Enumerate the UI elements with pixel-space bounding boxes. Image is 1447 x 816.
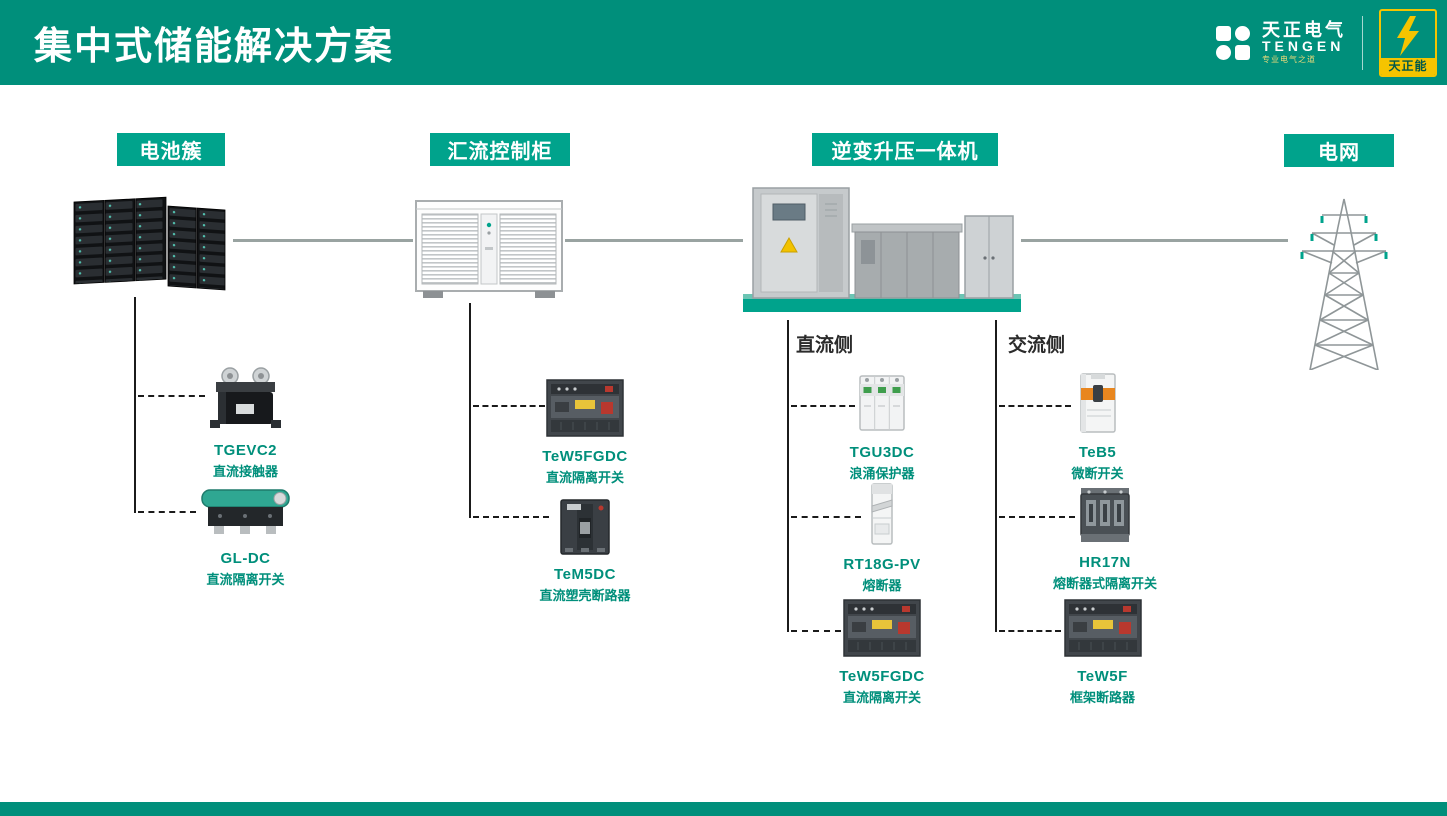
component-desc: 直流塑壳断路器 (539, 588, 631, 603)
component-model: TeW5FGDC (839, 668, 925, 685)
battery-cluster-image (68, 192, 233, 302)
bottom-bar (0, 802, 1447, 816)
tengen-logo-icon (1216, 25, 1250, 60)
header-bar: 集中式储能解决方案 天正电气 TENGEN 专业电气之道 天正能 (0, 0, 1447, 85)
dash-dc-2 (791, 516, 861, 518)
component-tew5fgdc-combiner: TeW5FGDC 直流隔离开关 (515, 372, 655, 486)
component-gl-dc: GL-DC 直流隔离开关 (178, 480, 313, 588)
component-tgu3dc: TGU3DC 浪涌保护器 (812, 366, 952, 482)
dash-ac-1 (999, 405, 1071, 407)
stage-label-battery: 电池簇 (117, 133, 225, 166)
tgevc2-image (178, 360, 313, 434)
brand-name-en: TENGEN (1262, 38, 1345, 55)
connector-combiner-inverter (565, 239, 743, 242)
component-model: TeM5DC (554, 566, 616, 583)
dash-dc-3 (791, 630, 841, 632)
rt18g-pv-image (812, 476, 952, 548)
component-model: GL-DC (220, 550, 271, 567)
component-desc: 熔断器 (862, 578, 902, 593)
tew5f-image (1030, 592, 1175, 660)
connector-inverter-grid (1021, 239, 1288, 242)
component-desc: 微断开关 (1071, 466, 1124, 481)
stage-label-grid: 电网 (1284, 134, 1394, 167)
component-tew5f: TeW5F 框架断路器 (1030, 592, 1175, 706)
component-teb5: TeB5 微断开关 (1030, 366, 1165, 482)
page-title: 集中式储能解决方案 (34, 26, 395, 68)
battery-branch-line (134, 297, 136, 513)
tgu3dc-image (812, 366, 952, 436)
component-desc: 直流隔离开关 (545, 470, 624, 485)
dash-dc-1 (791, 405, 855, 407)
dash-ac-3 (999, 630, 1061, 632)
component-desc: 直流接触器 (212, 464, 278, 479)
component-rt18g-pv: RT18G-PV 熔断器 (812, 476, 952, 594)
ac-side-branch-line (995, 320, 997, 632)
energy-badge-label: 天正能 (1381, 57, 1435, 75)
component-model: TeB5 (1078, 444, 1117, 461)
dash-battery-2 (138, 511, 196, 513)
combiner-cabinet-image (413, 193, 565, 308)
component-model: RT18G-PV (843, 556, 921, 573)
component-hr17n: HR17N 熔断器式隔离开关 (1030, 480, 1180, 592)
tew5fgdc-image (515, 372, 655, 440)
component-model: TeW5F (1077, 668, 1128, 685)
dash-combiner-2 (473, 516, 549, 518)
component-desc: 框架断路器 (1069, 690, 1135, 705)
component-tem5dc: TeM5DC 直流塑壳断路器 (515, 496, 655, 604)
tew5fgdc-dc-image (812, 592, 952, 660)
component-desc: 浪涌保护器 (849, 466, 915, 481)
tem5dc-image (515, 496, 655, 558)
component-desc: 熔断器式隔离开关 (1052, 576, 1157, 591)
brand-text: 天正电气 TENGEN 专业电气之道 (1262, 19, 1346, 65)
gl-dc-image (178, 480, 313, 542)
component-model: TeW5FGDC (542, 448, 628, 465)
brand-area: 天正电气 TENGEN 专业电气之道 天正能 (1214, 0, 1437, 85)
dc-side-branch-line (787, 320, 789, 632)
brand-tagline: 专业电气之道 (1262, 55, 1316, 65)
ac-side-label: 交流侧 (1008, 335, 1066, 356)
component-model: TGEVC2 (213, 442, 277, 459)
component-tgevc2: TGEVC2 直流接触器 (178, 360, 313, 480)
brand-divider (1362, 15, 1363, 70)
brand-name-cn: 天正电气 (1262, 19, 1346, 40)
lightning-fist-icon (1397, 15, 1419, 56)
inverter-station-image (743, 180, 1021, 323)
combiner-branch-line (469, 303, 471, 518)
dash-battery-1 (138, 395, 205, 397)
component-desc: 直流隔离开关 (842, 690, 921, 705)
teb5-image (1030, 366, 1165, 436)
component-desc: 直流隔离开关 (206, 572, 285, 587)
stage-label-combiner: 汇流控制柜 (430, 133, 570, 166)
connector-battery-combiner (233, 239, 413, 242)
energy-badge: 天正能 (1379, 8, 1437, 77)
component-tew5fgdc-dc: TeW5FGDC 直流隔离开关 (812, 592, 952, 706)
dash-combiner-1 (473, 405, 545, 407)
stage-label-inverter: 逆变升压一体机 (812, 133, 998, 166)
dash-ac-2 (999, 516, 1075, 518)
hr17n-image (1030, 480, 1180, 546)
dc-side-label: 直流侧 (796, 335, 854, 356)
component-model: HR17N (1079, 554, 1131, 571)
component-model: TGU3DC (849, 444, 915, 461)
grid-tower-image (1288, 185, 1400, 375)
